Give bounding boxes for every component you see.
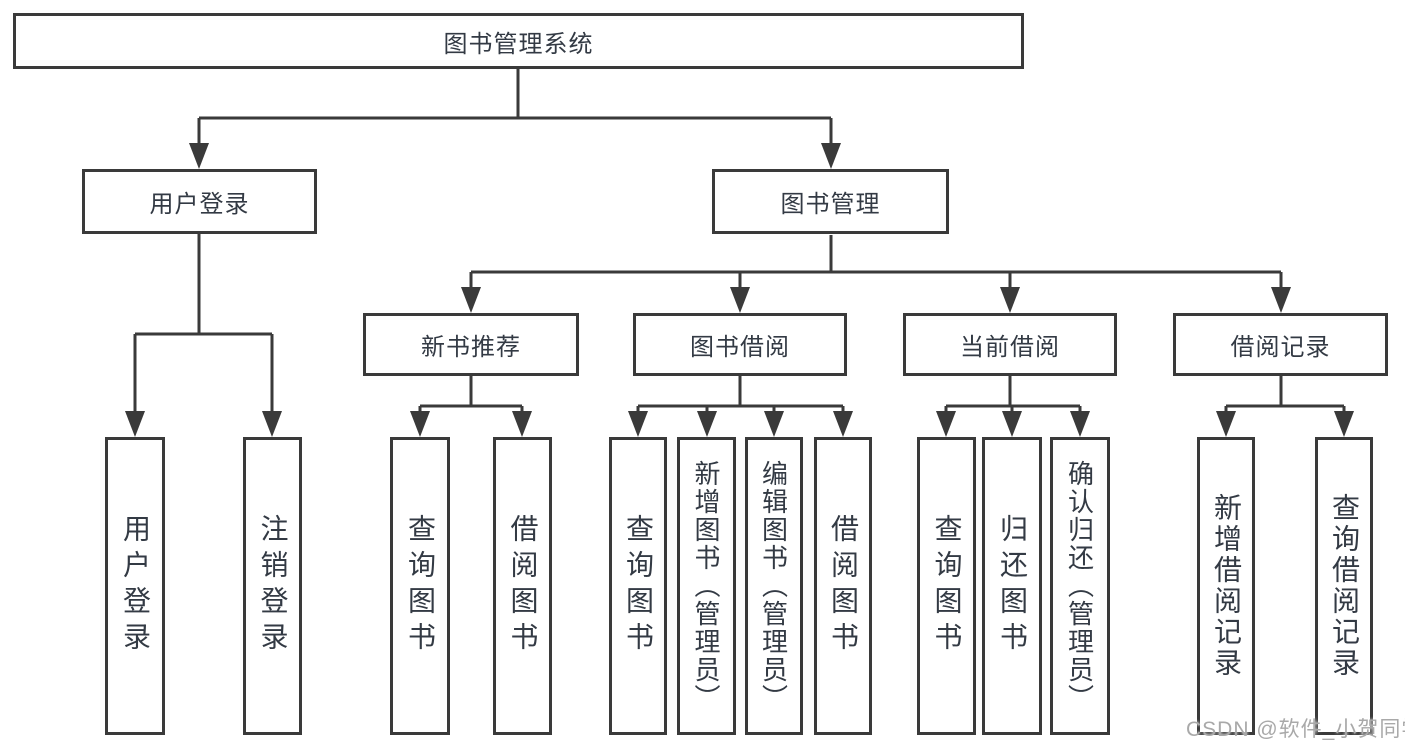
leaf-label: 借阅图书 [828,514,859,658]
arrow-down-icon [1002,411,1022,437]
leaf-label: 用户登录 [120,514,151,658]
arrow-down-icon [1000,287,1020,313]
leaf-label: 归还图书 [997,514,1028,658]
node-new-book-recommendation: 新书推荐 [363,313,579,376]
arrow-down-icon [262,411,282,437]
leaf-borrow-books-recommend: 借阅图书 [493,437,552,735]
leaf-label: 新增借阅记录 [1211,493,1242,679]
leaf-query-books-current: 查询图书 [917,437,976,735]
node-book-borrowing: 图书借阅 [633,313,847,376]
leaf-label: 查询图书 [931,514,963,658]
arrow-down-icon [628,411,648,437]
arrow-down-icon [1216,411,1236,437]
leaf-label: 注销登录 [257,514,289,658]
arrow-down-icon [1334,411,1354,437]
leaf-query-books-recommend: 查询图书 [390,437,450,735]
arrow-down-icon [821,143,841,169]
node-current-borrowing: 当前借阅 [903,313,1117,376]
arrow-down-icon [512,411,532,437]
arrow-down-icon [125,411,145,437]
leaf-user-login: 用户登录 [105,437,165,735]
arrow-down-icon [410,411,430,437]
arrowheads [125,143,1354,437]
node-user-login: 用户登录 [82,169,317,234]
leaf-query-borrow-record: 查询借阅记录 [1315,437,1373,735]
leaf-label: 新增图书（管理员） [691,460,721,712]
leaf-logout: 注销登录 [243,437,302,735]
leaf-query-books-borrow: 查询图书 [609,437,667,735]
arrow-down-icon [764,411,784,437]
leaf-label: 查询图书 [405,514,436,658]
node-borrowing-records: 借阅记录 [1173,313,1388,376]
arrow-down-icon [936,411,956,437]
leaf-add-borrow-record: 新增借阅记录 [1197,437,1255,735]
leaf-confirm-return-admin: 确认归还（管理员） [1050,437,1110,735]
node-book-management: 图书管理 [712,169,949,234]
leaf-edit-book-admin: 编辑图书（管理员） [745,437,803,735]
arrow-down-icon [1271,287,1291,313]
arrow-down-icon [189,143,209,169]
leaf-label: 借阅图书 [507,514,539,658]
node-library-management-system: 图书管理系统 [13,13,1024,69]
leaf-label: 确认归还（管理员） [1064,460,1095,712]
csdn-watermark: CSDN @软件_小贺同学 [1186,718,1405,741]
arrow-down-icon [697,411,717,437]
leaf-label: 查询图书 [623,514,654,658]
leaf-label: 查询借阅记录 [1329,493,1360,679]
arrow-down-icon [1070,411,1090,437]
arrow-down-icon [833,411,853,437]
leaf-add-book-admin: 新增图书（管理员） [677,437,736,735]
arrow-down-icon [730,287,750,313]
leaf-borrow-books: 借阅图书 [814,437,872,735]
arrow-down-icon [461,287,481,313]
leaf-return-book: 归还图书 [982,437,1042,735]
leaf-label: 编辑图书（管理员） [758,460,789,712]
